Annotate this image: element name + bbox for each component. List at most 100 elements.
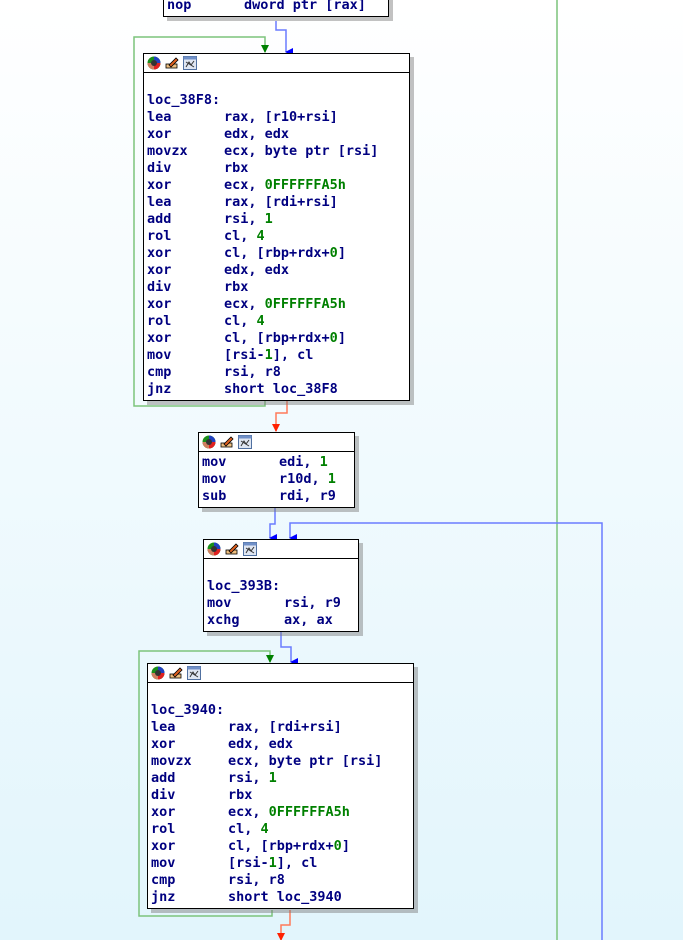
mnemonic: rol: [147, 228, 172, 244]
instruction-line[interactable]: lea rax, [r10+rsi]: [147, 109, 409, 126]
blank-line: [207, 561, 358, 578]
color-palette-icon[interactable]: [207, 542, 221, 556]
mnemonic: lea: [147, 194, 172, 210]
color-palette-icon[interactable]: [147, 56, 161, 70]
block-header: [204, 540, 358, 559]
color-palette-icon[interactable]: [151, 666, 165, 680]
instruction-line[interactable]: mov[rsi-1], cl: [151, 855, 413, 872]
mnemonic: add: [147, 211, 172, 227]
location-label[interactable]: loc_3940:: [151, 702, 225, 718]
operand: rsi, r8: [224, 364, 281, 380]
edge-b0-b1: [275, 21, 293, 56]
immediate-value: 0FFFFFFA5h: [264, 177, 346, 193]
operand: rax, [r10+rsi]: [224, 109, 338, 125]
mnemonic: rol: [147, 313, 172, 329]
operand: dword ptr [rax]: [244, 0, 366, 13]
immediate-value: 0FFFFFFA5h: [268, 804, 350, 820]
instruction-line[interactable]: xchg ax, ax: [207, 612, 358, 629]
operand: [rsi-: [224, 347, 265, 363]
operand: cl,: [228, 821, 261, 837]
operand: [rsi-: [228, 855, 269, 871]
immediate-value: 1: [264, 347, 273, 363]
edit-pencil-icon[interactable]: [220, 435, 234, 449]
mnemonic: lea: [147, 109, 172, 125]
mnemonic: mov: [202, 471, 227, 487]
operand: cl,: [224, 313, 257, 329]
operand: edx, edx: [224, 126, 290, 142]
graph-overview-icon[interactable]: [183, 56, 197, 70]
immediate-value: 0: [333, 838, 342, 854]
graph-overview-icon[interactable]: [243, 542, 257, 556]
edit-pencil-icon[interactable]: [169, 666, 183, 680]
location-label[interactable]: loc_393B:: [207, 578, 281, 594]
edit-pencil-icon[interactable]: [225, 542, 239, 556]
block-header: [144, 54, 409, 73]
blank-line: [151, 685, 413, 702]
mnemonic: mov: [207, 595, 232, 611]
mnemonic: xor: [147, 177, 172, 193]
immediate-value: 1: [268, 855, 277, 871]
mnemonic: sub: [202, 488, 227, 504]
mnemonic: add: [151, 770, 176, 786]
operand: rsi,: [224, 211, 265, 227]
blank-line: [147, 75, 409, 92]
operand: ]: [337, 245, 346, 261]
mnemonic: div: [147, 279, 172, 295]
color-palette-icon[interactable]: [202, 435, 216, 449]
edit-pencil-icon[interactable]: [165, 56, 179, 70]
graph-overview-icon[interactable]: [187, 666, 201, 680]
mnemonic: mov: [147, 347, 172, 363]
mnemonic: xor: [147, 296, 172, 312]
operand: rbx: [224, 160, 249, 176]
instruction-line[interactable]: mov[rsi-1], cl: [147, 347, 409, 364]
mnemonic: mov: [151, 855, 176, 871]
operand: ax, ax: [284, 612, 333, 628]
mnemonic: rol: [151, 821, 176, 837]
edge-loop-b1: [133, 36, 269, 407]
edge-b2-b3: [269, 507, 277, 542]
operand: ]: [337, 330, 346, 346]
location-label[interactable]: loc_38F8:: [147, 92, 221, 108]
mnemonic: xchg: [207, 612, 240, 628]
graph-overview-icon[interactable]: [238, 435, 252, 449]
